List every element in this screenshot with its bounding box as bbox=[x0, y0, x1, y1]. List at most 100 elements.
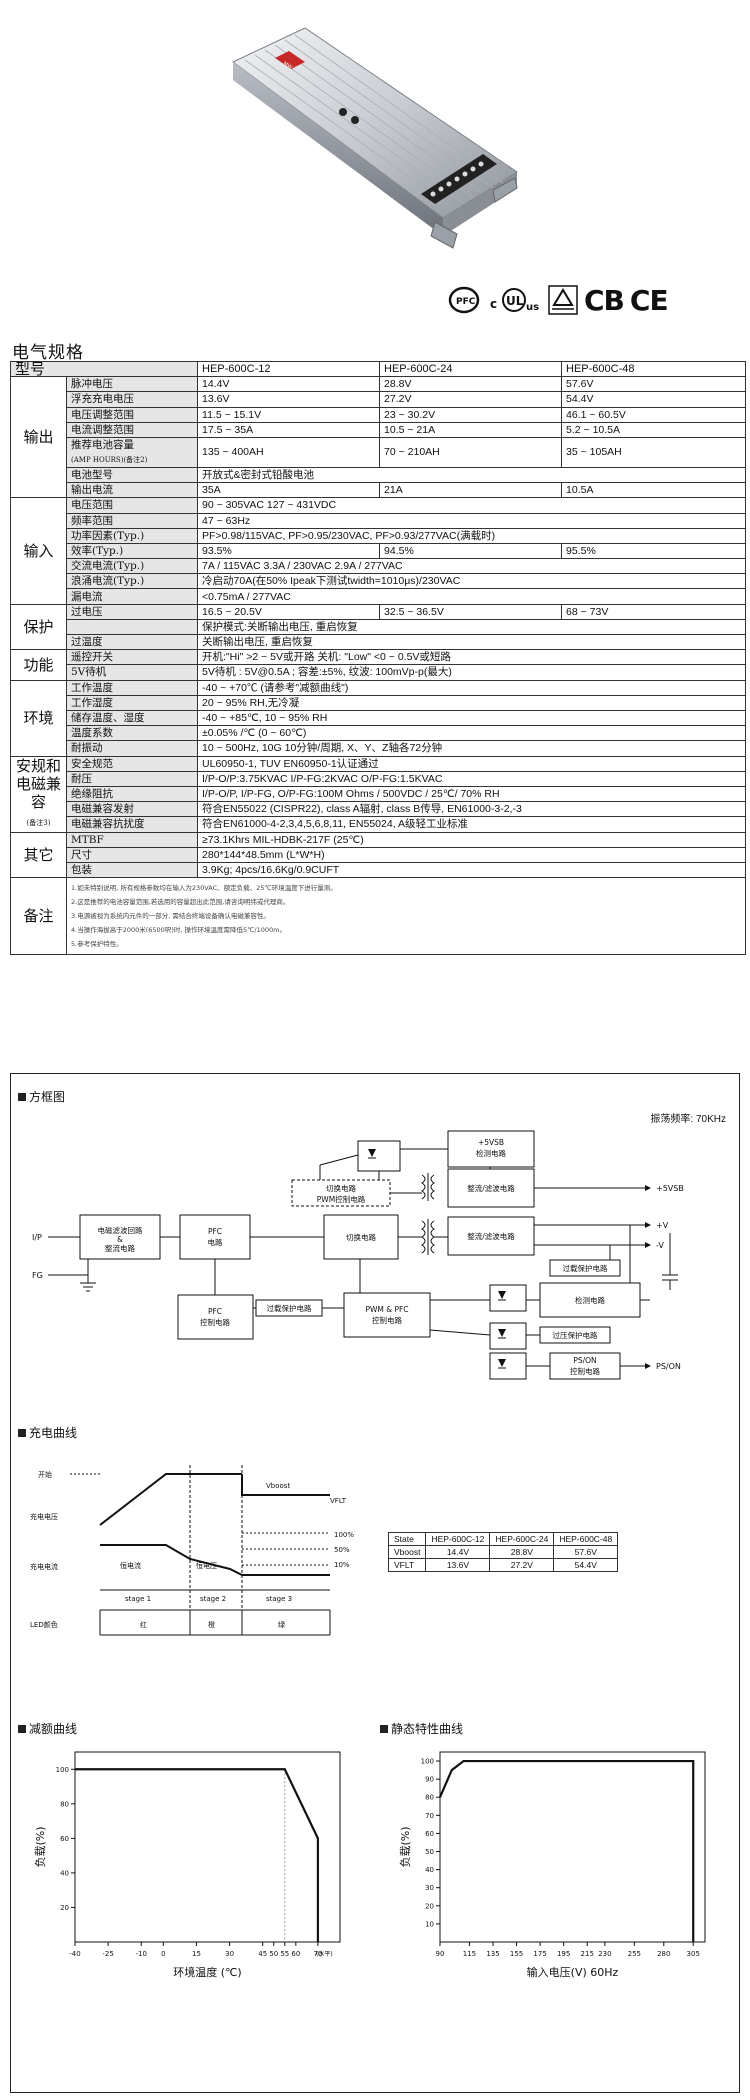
spec-item-label: 电磁兼容抗扰度 bbox=[71, 818, 145, 831]
spec-value: ±0.05% /℃ (0 ~ 60℃) bbox=[197, 725, 747, 742]
vflt-label: VFLT bbox=[330, 1497, 347, 1505]
detect-label: 检测电路 bbox=[575, 1295, 605, 1305]
plot-frame bbox=[439, 1751, 706, 1943]
block-diagram: 电磁滤波回路 & 整流电路 PFC 电路 PFC 控制电路 切换电路 PWM &… bbox=[32, 1130, 684, 1380]
spec-item: 过温度 bbox=[65, 633, 199, 651]
stage2-label: stage 2 bbox=[200, 1595, 226, 1603]
rect2-label: 整流/滤波电路 bbox=[467, 1183, 515, 1193]
state-cell: Vboost bbox=[387, 1545, 427, 1559]
spec-row-function: 功能遥控开关开机:"Hi" >2 ~ 5V或开路 关机: "Low" <0 ~ … bbox=[10, 649, 747, 681]
spec-item: 温度系数 bbox=[65, 725, 199, 742]
group-protection: 保护 bbox=[10, 603, 67, 651]
model-name: HEP-600C-12 bbox=[197, 360, 381, 378]
product-photo: MW bbox=[232, 27, 518, 249]
state-cell: 27.2V bbox=[489, 1558, 555, 1572]
spec-item-label: 工作湿度 bbox=[71, 696, 113, 709]
spec-item: 绝缘阻抗 bbox=[65, 785, 199, 803]
x-axis-label: 输入电压(V) 60Hz bbox=[527, 1965, 619, 1979]
spec-value: UL60950-1, TUV EN60950-1认证通过 bbox=[197, 755, 747, 772]
state-cell: VFLT bbox=[387, 1558, 427, 1572]
spec-value: 10.5A bbox=[561, 482, 747, 499]
transformer-main-icon bbox=[421, 1219, 435, 1255]
spec-value: 14.4V bbox=[197, 376, 381, 393]
state-cell: HEP-600C-12 bbox=[425, 1532, 491, 1546]
transformer-sb-icon bbox=[421, 1173, 435, 1201]
rect1-label: 整流/滤波电路 bbox=[467, 1231, 515, 1241]
spec-row-environment: 储存温度、湿度-40 ~ +85℃, 10 ~ 95% RH bbox=[11, 709, 747, 727]
spec-value: 开机:"Hi" >2 ~ 5V或开路 关机: "Low" <0 ~ 0.5V或短… bbox=[197, 649, 747, 666]
state-cell: 54.4V bbox=[553, 1558, 619, 1572]
spec-item-label: 过温度 bbox=[71, 636, 103, 649]
spec-value: 70 ~ 210AH bbox=[379, 436, 563, 468]
pct100-label: 100% bbox=[334, 1531, 354, 1539]
spec-item: 5V待机 bbox=[65, 664, 199, 681]
y-axis-label: 负载(%) bbox=[398, 1826, 412, 1867]
x-unit-label: (水平) bbox=[316, 1950, 333, 1958]
spec-row-safety: 电磁兼容发射符合EN55022 (CISPR22), class A辐射, cl… bbox=[11, 801, 747, 818]
x-tick-label: -40 bbox=[69, 1950, 80, 1958]
spec-item-label: 交流电流(Typ.) bbox=[71, 560, 145, 573]
x-tick-label: 15 bbox=[192, 1950, 201, 1958]
optocoupler-glyphs bbox=[368, 1149, 506, 1369]
emi-label-3: 整流电路 bbox=[105, 1243, 135, 1253]
ul-logo-text: us bbox=[526, 302, 539, 313]
x-tick-label: -10 bbox=[136, 1950, 147, 1958]
spec-value: 关断输出电压, 重启恢复 bbox=[197, 633, 747, 651]
charge-curve-title: 充电曲线 bbox=[18, 1424, 77, 1441]
spec-title: 电气规格 bbox=[12, 343, 84, 363]
spec-value: 35 ~ 105AH bbox=[561, 436, 747, 468]
spec-value: 35A bbox=[197, 482, 381, 499]
led-red-label: 红 bbox=[140, 1620, 147, 1629]
spec-item: 耐压 bbox=[65, 770, 199, 787]
group-label: 环境 bbox=[23, 709, 54, 728]
spec-item: 电池型号 bbox=[65, 466, 199, 484]
pct10-label: 10% bbox=[334, 1561, 350, 1569]
note-line: 3.电源被视为系统内元件的一部分, 需结合终端设备确认电磁兼容性。 bbox=[71, 912, 270, 921]
y-tick-label: 70 bbox=[425, 1812, 434, 1820]
group-others: 其它 bbox=[10, 831, 67, 879]
spec-item-label: 安全规范 bbox=[71, 757, 113, 770]
model-name: HEP-600C-48 bbox=[561, 360, 747, 378]
ce-logo: CE bbox=[629, 283, 669, 317]
spec-item-label: 遥控开关 bbox=[71, 651, 113, 664]
svg-text:UL: UL bbox=[506, 294, 524, 308]
x-tick-label: 305 bbox=[687, 1950, 700, 1958]
spec-item: 安全规范 bbox=[65, 755, 199, 772]
spec-item-label: MTBF bbox=[71, 833, 104, 846]
spec-value: 10.5 ~ 21A bbox=[379, 421, 563, 438]
note-line: 2.这是推荐的电池容量范围,若选用的容量超出此范围,请咨询明纬或代理商。 bbox=[71, 898, 290, 907]
y-axis-label: 负载(%) bbox=[33, 1826, 47, 1867]
spec-row-input: 交流电流(Typ.)7A / 115VAC 3.3A / 230VAC 2.9A… bbox=[11, 558, 747, 575]
x-tick-label: 50 bbox=[269, 1950, 278, 1958]
spec-row-protection: 过温度 关断输出电压, 重启恢复 bbox=[11, 633, 747, 651]
series-line bbox=[438, 1759, 695, 1942]
spec-item-label: 频率范围 bbox=[71, 514, 113, 527]
static-title: 静态特性曲线 bbox=[380, 1720, 463, 1737]
x-tick-label: 155 bbox=[510, 1950, 523, 1958]
spec-value: 57.6V bbox=[561, 376, 747, 393]
group-label: 保护 bbox=[23, 617, 54, 636]
vplus-label: +V bbox=[656, 1221, 669, 1230]
y-tick-label: 60 bbox=[425, 1830, 434, 1838]
voltage-curve bbox=[99, 1473, 242, 1526]
spec-value: 280*144*48.5mm (L*W*H) bbox=[197, 846, 747, 863]
ocp-top-block bbox=[549, 1259, 621, 1277]
spec-item: 脉冲电压 bbox=[65, 376, 199, 393]
x-tick-label: 135 bbox=[486, 1950, 499, 1958]
pwm-ctrl-label-2: 控制电路 bbox=[372, 1315, 402, 1325]
x-tick-label: 90 bbox=[436, 1950, 445, 1958]
group-label: 其它 bbox=[23, 845, 54, 864]
spec-item-label: 绝缘阻抗 bbox=[71, 787, 113, 800]
spec-row-safety: 电磁兼容抗扰度符合EN61000-4-2,3,4,5,6,8,11, EN550… bbox=[11, 816, 747, 833]
spec-item: 功率因素(Typ.) bbox=[65, 527, 199, 544]
pfc-block bbox=[179, 1214, 251, 1260]
